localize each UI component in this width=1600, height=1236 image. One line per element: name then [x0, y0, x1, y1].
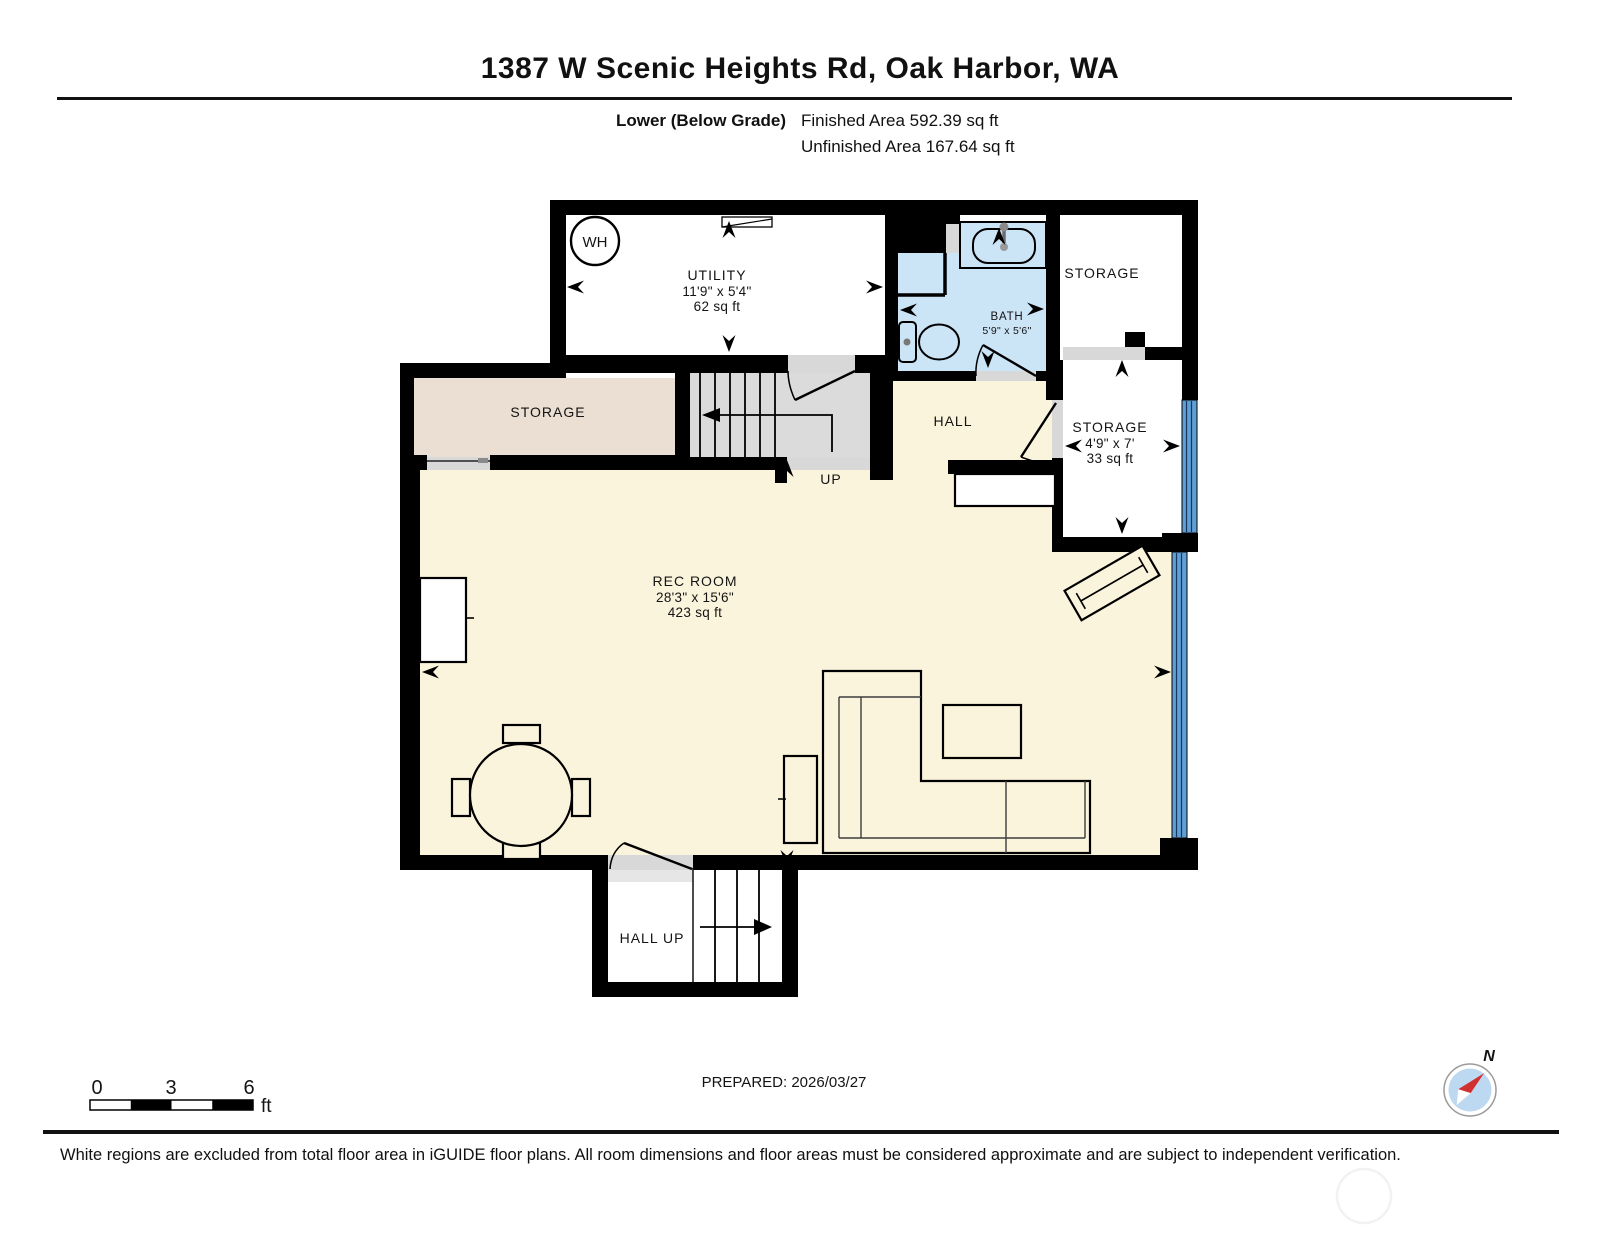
bath-room-dims: 5'9" x 5'6": [982, 325, 1031, 337]
scale-tick-3: 3: [165, 1077, 176, 1099]
stairs-main: [699, 373, 833, 457]
stairs-up-label: UP: [820, 471, 841, 487]
stairs-hall-up: [692, 868, 772, 982]
utility-room-dims: 11'9" x 5'4": [682, 284, 751, 299]
sectional-sofa: [821, 669, 1092, 855]
scale-tick-6: 6: [243, 1077, 254, 1099]
bath-room-label: BATH: [990, 311, 1023, 323]
unfinished-area-value: Unfinished Area 167.64 sq ft: [801, 137, 1015, 156]
bath-fixtures: [898, 221, 1047, 363]
room-labels: UTILITY 11'9" x 5'4" 62 sq ft BATH 5'9" …: [510, 265, 1147, 946]
shower-outline: [898, 253, 947, 297]
compass-north-label: N: [1483, 1048, 1495, 1065]
rec-room-area: 423 sq ft: [668, 605, 723, 620]
utility-room-label: UTILITY: [687, 267, 746, 283]
water-heater-icon: [569, 215, 621, 267]
utility-room-area: 62 sq ft: [694, 299, 741, 314]
utility-fixtures: WH: [569, 215, 773, 267]
scale-tick-0: 0: [91, 1077, 102, 1099]
window-strips: [1171, 399, 1198, 839]
walls: [400, 200, 1198, 997]
side-table: [778, 754, 819, 845]
hall-up-label: HALL UP: [620, 930, 685, 946]
rec-room-label: REC ROOM: [653, 573, 738, 589]
page-title: 1387 W Scenic Heights Rd, Oak Harbor, WA: [480, 52, 1120, 85]
coffee-table: [941, 703, 1023, 760]
dining-table: [450, 723, 592, 861]
toilet-icon: [898, 321, 960, 363]
storage-left-label: STORAGE: [510, 404, 585, 420]
finished-area-value: Finished Area 592.39 sq ft: [801, 111, 999, 130]
storage-lower-label: STORAGE: [1072, 419, 1147, 435]
storage-lower-area: 33 sq ft: [1087, 451, 1134, 466]
floor-level-label: Lower (Below Grade): [615, 111, 786, 130]
doors: [609, 343, 1058, 871]
cabinet: [418, 576, 474, 664]
rec-room-dims: 28'3" x 15'6": [656, 590, 734, 605]
title-divider: [57, 97, 1512, 100]
sink-icon: [959, 221, 1047, 269]
scale-unit-label: ft: [261, 1096, 272, 1117]
door-openings: [427, 224, 1145, 882]
water-heater-label: WH: [583, 234, 608, 251]
hall-label: HALL: [933, 413, 972, 429]
footer-divider: [43, 1130, 1559, 1134]
scale-bar: 0 3 6 ft: [89, 1077, 272, 1117]
bench: [1063, 544, 1161, 622]
hall-shelf: [953, 472, 1057, 508]
storage-lower-dims: 4'9" x 7': [1085, 436, 1134, 451]
prepared-date-label: PREPARED: 2026/03/27: [702, 1074, 867, 1091]
watermark-circle: [1335, 1167, 1393, 1225]
storage-upper-label: STORAGE: [1064, 265, 1139, 281]
furniture: [418, 472, 1161, 861]
compass-icon: N: [1443, 1048, 1497, 1117]
disclaimer-text: White regions are excluded from total fl…: [60, 1146, 1401, 1164]
